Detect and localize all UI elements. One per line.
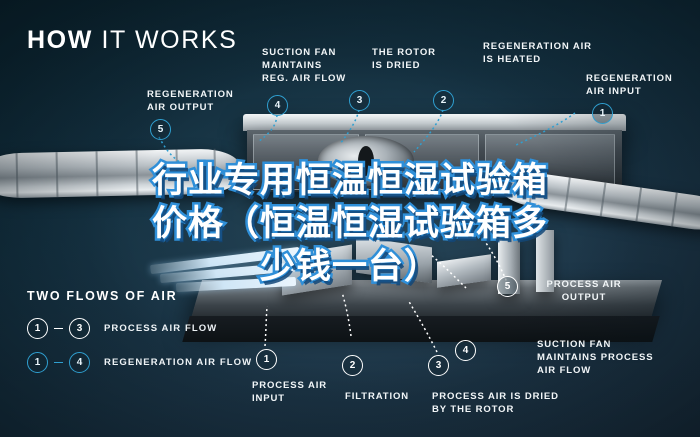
callout-marker-1-regeneration[interactable]: 1 <box>592 103 613 124</box>
callout-label-process-air-input: PROCESS AIR INPUT <box>252 380 328 404</box>
callout-marker-2-process[interactable]: 2 <box>342 355 363 376</box>
callout-label-regeneration-air-output: REGENERATION AIR OUTPUT <box>147 89 234 113</box>
callout-label-filtration: FILTRATION <box>345 391 410 402</box>
title-light: IT WORKS <box>92 26 238 54</box>
legend-label: REGENERATION AIR FLOW <box>104 357 253 368</box>
overlay-headline: 行业专用恒温恒湿试验箱 价格（恒温恒湿试验箱多 少钱一台） <box>149 159 549 290</box>
callout-marker-3-process[interactable]: 3 <box>428 355 449 376</box>
callout-label-process-air-dried: PROCESS AIR IS DRIED BY THE ROTOR <box>432 391 559 415</box>
callout-marker-4-regeneration[interactable]: 4 <box>267 95 288 116</box>
callout-label-suction-fan-process: SUCTION FAN MAINTAINS PROCESS AIR FLOW <box>537 339 654 376</box>
legend-marker-to: 3 <box>69 318 90 339</box>
callout-marker-3-regeneration[interactable]: 3 <box>349 90 370 111</box>
callout-marker-1-process[interactable]: 1 <box>256 349 277 370</box>
legend-marker-from: 1 <box>27 318 48 339</box>
title-bold: HOW <box>27 26 93 54</box>
callout-label-suction-fan-reg: SUCTION FAN MAINTAINS REG. AIR FLOW <box>262 47 347 84</box>
legend-dash <box>54 361 63 364</box>
callout-label-rotor-dried: THE ROTOR IS DRIED <box>372 47 436 71</box>
legend-row-regeneration-air-flow: 1 4 REGENERATION AIR FLOW <box>27 352 252 373</box>
legend-dash <box>54 327 63 330</box>
callout-label-process-air-output: PROCESS AIR OUTPUT <box>546 279 622 303</box>
page-title: HOW IT WORKS <box>27 26 237 55</box>
legend-heading: TWO FLOWS OF AIR <box>27 289 178 303</box>
callout-marker-4-process[interactable]: 4 <box>455 340 476 361</box>
callout-marker-5-regeneration[interactable]: 5 <box>150 119 171 140</box>
callout-label-regeneration-air-input: REGENERATION AIR INPUT <box>586 73 673 97</box>
legend-label: PROCESS AIR FLOW <box>104 323 218 334</box>
legend-row-process-air-flow: 1 3 PROCESS AIR FLOW <box>27 318 217 339</box>
callout-marker-2-regeneration[interactable]: 2 <box>433 90 454 111</box>
legend-marker-to: 4 <box>69 352 90 373</box>
legend-marker-from: 1 <box>27 352 48 373</box>
callout-marker-5-process[interactable]: 5 <box>497 276 518 297</box>
callout-label-regeneration-air-heated: REGENERATION AIR IS HEATED <box>483 41 592 65</box>
